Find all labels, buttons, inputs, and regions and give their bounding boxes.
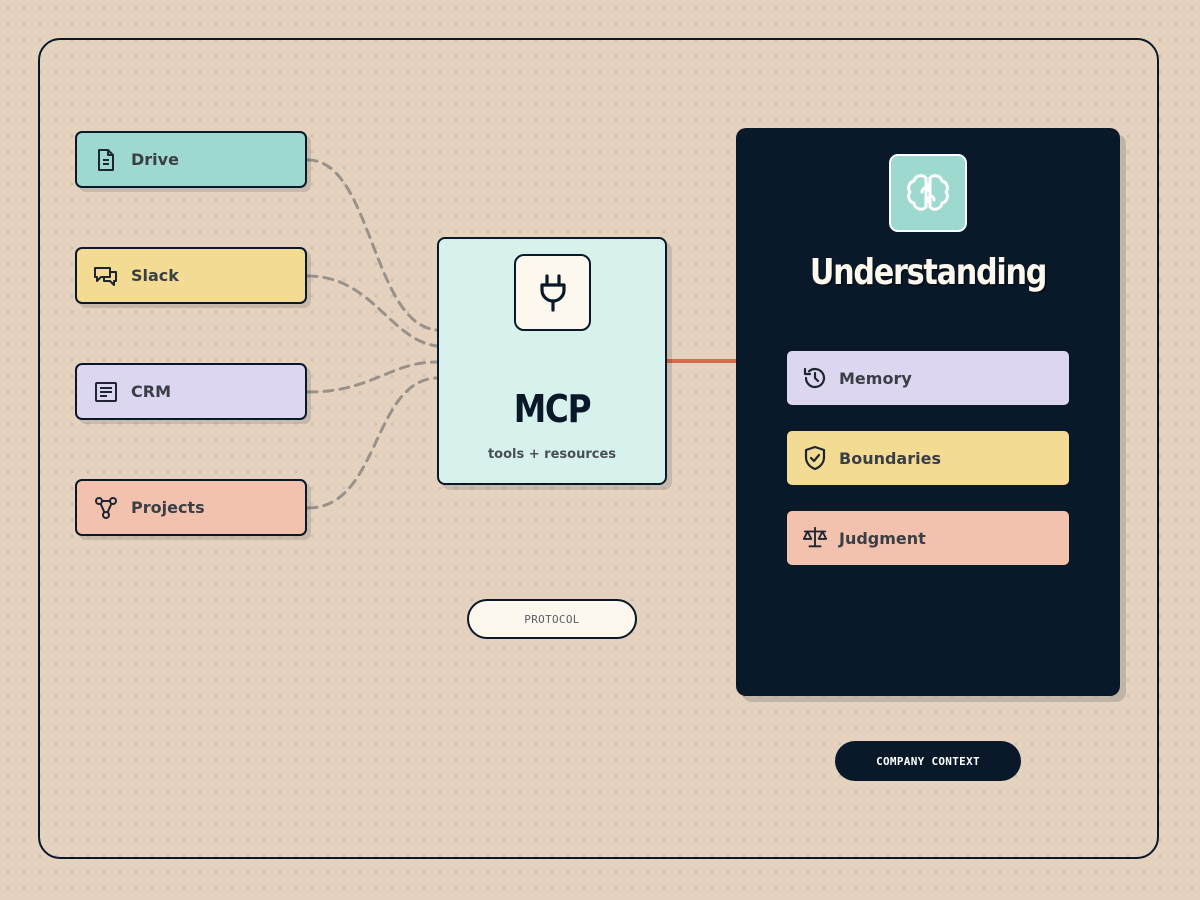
source-projects[interactable]: Projects (75, 479, 307, 536)
source-crm[interactable]: CRM (75, 363, 307, 420)
diagram-frame (38, 38, 1159, 859)
trait-memory[interactable]: Memory (787, 351, 1069, 405)
protocol-badge: PROTOCOL (467, 599, 637, 639)
trait-boundaries[interactable]: Boundaries (787, 431, 1069, 485)
mcp-subtitle: tools + resources (487, 447, 617, 462)
understanding-title: Understanding (809, 252, 1048, 293)
link-slack-mcp (306, 274, 439, 348)
source-label: Drive (131, 150, 179, 169)
mcp-node[interactable]: MCP tools + resources (437, 237, 667, 485)
project-graph-icon (93, 495, 119, 521)
source-slack[interactable]: Slack (75, 247, 307, 304)
link-projects-mcp (306, 376, 439, 510)
source-label: CRM (131, 382, 171, 401)
trait-label: Memory (839, 368, 912, 388)
mcp-title: MCP (513, 387, 592, 431)
brain-icon (889, 154, 967, 232)
link-drive-mcp (306, 158, 439, 332)
chat-bubbles-icon (93, 263, 119, 289)
trait-label: Judgment (839, 528, 926, 548)
shield-check-icon (802, 445, 828, 471)
scales-icon (802, 525, 828, 551)
history-icon (802, 365, 828, 391)
plug-icon (514, 254, 591, 331)
company-context-badge: COMPANY CONTEXT (835, 741, 1021, 781)
trait-label: Boundaries (839, 448, 941, 468)
source-drive[interactable]: Drive (75, 131, 307, 188)
list-icon (93, 379, 119, 405)
source-label: Slack (131, 266, 179, 285)
trait-judgment[interactable]: Judgment (787, 511, 1069, 565)
source-label: Projects (131, 498, 205, 517)
link-crm-mcp (306, 360, 439, 394)
document-icon (93, 147, 119, 173)
understanding-panel[interactable]: Understanding Memory Boundaries Judgment (736, 128, 1120, 696)
